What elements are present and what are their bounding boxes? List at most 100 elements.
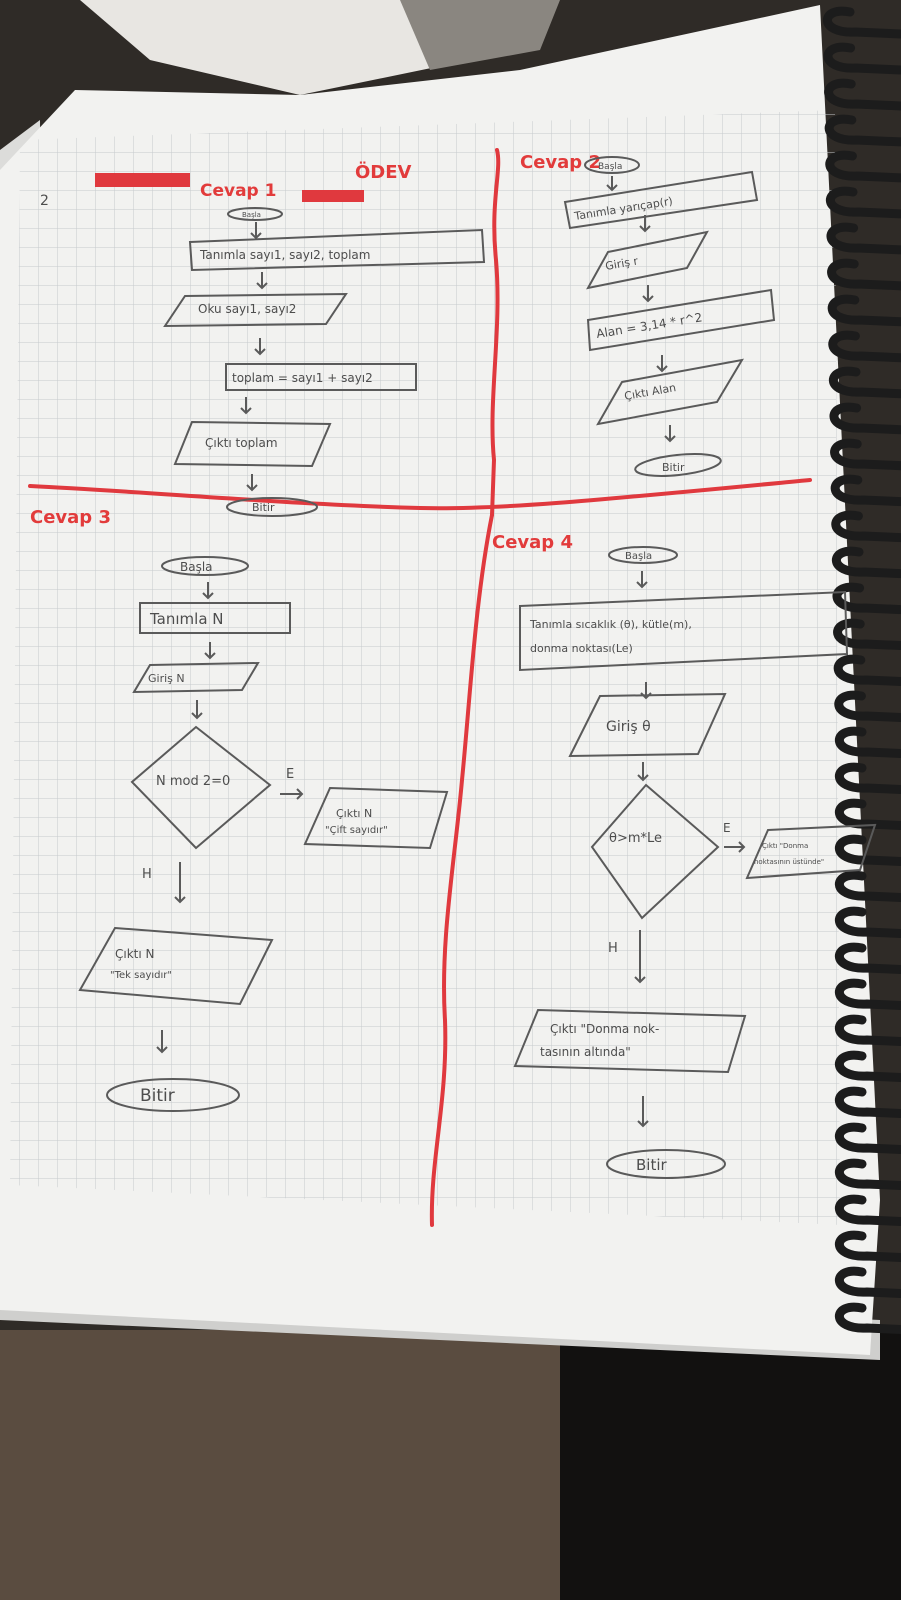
fc2-output-parallelogram [596, 358, 744, 426]
spiral-ring [834, 834, 901, 866]
fc2-arrow [664, 425, 676, 443]
spiral-ring [834, 726, 901, 758]
fc1-read-parallelogram [163, 292, 348, 328]
red-highlight-right [302, 190, 364, 202]
grid-area [10, 110, 840, 1225]
spiral-ring [834, 690, 901, 723]
fc2-input-label: Giriş r [604, 254, 639, 273]
spiral-ring [833, 654, 901, 687]
fc4-end-label: Bitir [636, 1156, 668, 1174]
spiral-ring [824, 78, 901, 111]
fc1-end-terminal [226, 497, 318, 517]
page-title: ÖDEV [355, 161, 412, 183]
spiral-ring [832, 582, 901, 615]
fc3-output-no-label-1: Çıktı N [115, 947, 155, 961]
fc1-read-label: Oku sayı1, sayı2 [198, 302, 296, 316]
spiral-ring [834, 906, 901, 938]
fc3-no-label: H [142, 867, 152, 882]
spiral-ring [834, 1158, 901, 1190]
spiral-ring [834, 1302, 901, 1334]
spiral-ring [834, 1266, 901, 1298]
page-number: 2 [40, 193, 49, 209]
fc1-output-parallelogram [173, 420, 332, 468]
fc3-yes-arrow [280, 788, 304, 800]
fc4-output-no-label-2: tasının altında" [540, 1045, 631, 1059]
fc2-define-box [563, 170, 759, 230]
spiral-ring [833, 618, 901, 651]
fc4-output-yes-parallelogram [745, 823, 877, 880]
spiral-ring [825, 150, 901, 183]
fc4-define-label-2: donma noktası(Le) [530, 642, 633, 655]
spiral-ring [834, 942, 901, 974]
spiral-ring [828, 366, 901, 399]
fc4-start-label: Başla [625, 551, 652, 562]
spiral-ring [831, 510, 901, 543]
fc1-compute-label: toplam = sayı1 + sayı2 [232, 371, 373, 385]
spiral-ring [834, 1194, 901, 1226]
paper-crumple [80, 0, 470, 95]
fc3-decision-diamond [130, 725, 272, 850]
red-divider-bottom [429, 513, 494, 1227]
table-surface [0, 1330, 560, 1600]
fc4-define-label-1: Tanımla sıcaklık (θ), kütle(m), [529, 618, 692, 631]
fc3-output-no-label-2: "Tek sayıdır" [110, 970, 172, 981]
fc3-arrow [202, 582, 214, 600]
spiral-ring [834, 870, 901, 902]
spiral-ring [831, 546, 901, 579]
fc4-yes-label: E [723, 821, 731, 835]
spiral-ring [827, 294, 901, 327]
spiral-ring [834, 1122, 901, 1154]
fc3-end-label: Bitir [140, 1086, 175, 1106]
spiral-ring [824, 114, 901, 147]
fc3-output-yes-label-1: Çıktı N [336, 807, 372, 820]
spiral-ring [830, 474, 901, 507]
spiral-ring [834, 1050, 901, 1082]
red-divider-top [490, 148, 501, 517]
fc1-arrow [256, 272, 268, 290]
fc4-decision-diamond [590, 783, 720, 920]
fc4-decision-label: θ>m*Le [609, 831, 662, 846]
fc3-start-label: Başla [180, 560, 213, 574]
spiral-binding [822, 6, 901, 1334]
spiral-ring [823, 42, 901, 75]
spiral-ring [834, 1086, 901, 1118]
fc3-input-parallelogram [132, 661, 260, 694]
fc1-define-box [188, 228, 486, 272]
label-answer-2: Cevap 2 [520, 152, 601, 173]
fc4-arrow [637, 762, 649, 782]
fc4-arrow [637, 1096, 649, 1128]
fc3-arrow [191, 700, 203, 720]
fc2-arrow [656, 355, 668, 373]
fc4-output-yes-label-2: noktasının üstünde" [754, 858, 824, 866]
dark-object [560, 1330, 901, 1600]
flowchart-1: Başla Tanımla sayı1, sayı2, toplam Oku s… [163, 207, 486, 517]
fc3-arrow [204, 642, 216, 660]
fc2-end-label: Bitir [662, 461, 685, 474]
fc1-end-label: Bitir [252, 501, 275, 514]
spiral-ring [834, 978, 901, 1010]
red-highlight-left [95, 173, 190, 187]
fc3-end-terminal [106, 1078, 240, 1112]
background-object [400, 0, 560, 70]
fc1-arrow [240, 397, 252, 415]
fc4-no-arrow [634, 930, 646, 984]
spiral-ring [825, 186, 901, 219]
fc2-start-terminal [584, 156, 640, 174]
spiral-ring [826, 222, 901, 255]
fc4-input-parallelogram [568, 692, 727, 758]
fc2-start-label: Başla [598, 162, 622, 172]
fc4-start-terminal [608, 546, 678, 564]
fc3-output-yes-label-2: "Çift sayıdır" [325, 825, 388, 836]
fc4-define-box [519, 590, 849, 672]
fc3-output-no-parallelogram [78, 926, 274, 1006]
fc1-output-label: Çıktı toplam [205, 436, 278, 450]
fc2-end-terminal [634, 453, 722, 477]
fc3-decision-label: N mod 2=0 [156, 774, 230, 789]
fc4-output-yes-label-1: Çıktı "Donma [762, 842, 808, 850]
spiral-ring [830, 438, 901, 471]
spiral-ring [822, 6, 901, 39]
fc1-compute-box [225, 363, 417, 391]
fc3-start-terminal [161, 556, 249, 576]
fc1-arrow [250, 222, 262, 240]
